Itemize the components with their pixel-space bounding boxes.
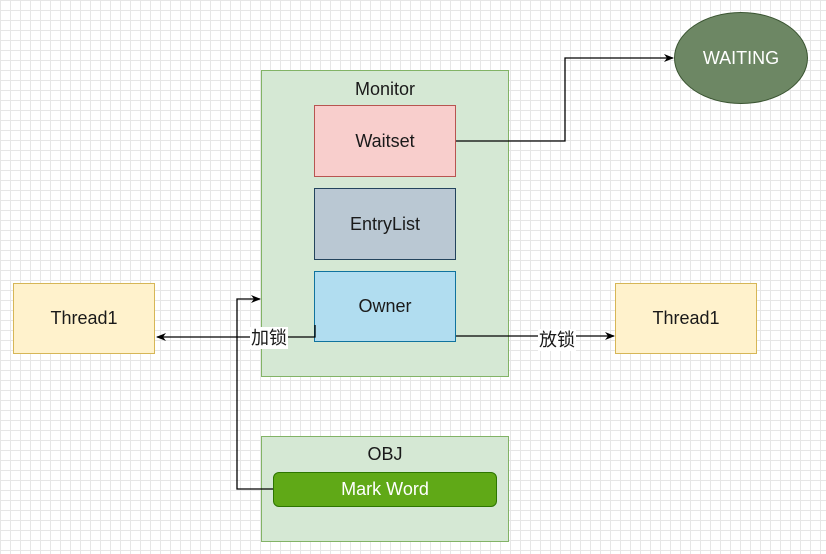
thread-right-box[interactable]: Thread1 [615, 283, 757, 354]
edge-markword-to-monitor [236, 295, 273, 490]
edge-waitset-to-waiting [456, 54, 674, 142]
entrylist-box[interactable]: EntryList [314, 188, 456, 260]
obj-title: OBJ [367, 444, 403, 464]
entrylist-label: EntryList [349, 213, 421, 234]
markword-label: Mark Word [341, 479, 429, 499]
edge-owner-to-thread-left [156, 325, 316, 341]
thread-left-box[interactable]: Thread1 [13, 283, 155, 354]
owner-label: Owner [358, 296, 412, 316]
waitset-label: Waitset [355, 130, 415, 151]
waitset-box[interactable]: Waitset [314, 105, 456, 177]
owner-box[interactable]: Owner [314, 271, 456, 342]
edge-label-lock: 加锁 [250, 327, 288, 349]
waiting-label: WAITING [702, 47, 780, 68]
edge-label-unlock: 放锁 [538, 329, 576, 351]
thread-right-label: Thread1 [652, 308, 720, 328]
thread-left-label: Thread1 [50, 308, 118, 328]
monitor-title: Monitor [354, 79, 416, 99]
waiting-ellipse[interactable]: WAITING [674, 12, 808, 104]
markword-box[interactable]: Mark Word [273, 472, 497, 507]
